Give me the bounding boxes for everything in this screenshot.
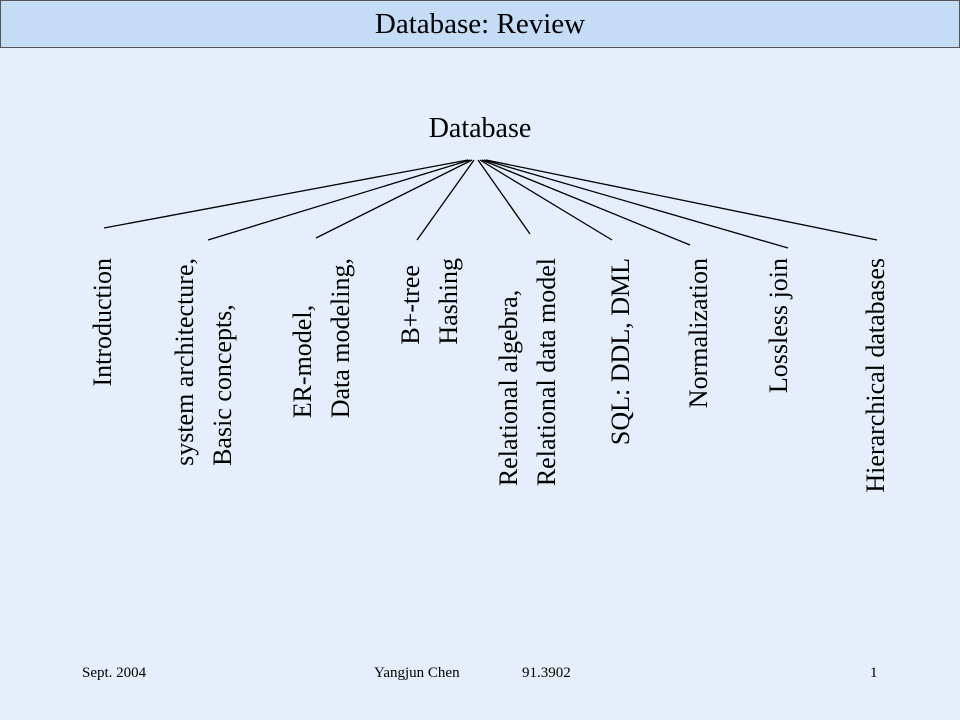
edge-hierarchical	[485, 159, 878, 241]
footer-page-number: 1	[870, 665, 878, 681]
edge-basic-concepts	[207, 159, 471, 241]
edge-bplus-tree	[416, 159, 475, 241]
child-er-model: ER-model, Data modeling,	[288, 258, 355, 419]
child-introduction: Introduction	[88, 258, 117, 387]
child-relational-algebra: Relational algebra, Relational data mode…	[494, 258, 561, 487]
slide-title-bar: Database: Review	[0, 0, 960, 48]
child-lossless-join: Lossless join	[764, 258, 793, 394]
edge-normalization	[481, 159, 691, 246]
edge-sql	[479, 159, 613, 241]
footer-date: Sept. 2004	[82, 665, 147, 681]
child-system-architecture: system architecture, Basic concepts,	[170, 258, 237, 466]
edge-relational-algebra	[477, 159, 531, 235]
footer-author: Yangjun Chen	[374, 665, 460, 681]
edge-introduction	[103, 159, 469, 229]
slide-title: Database: Review	[374, 7, 586, 40]
child-sql: SQL: DDL, DML	[606, 258, 635, 446]
tree-root-label: Database	[428, 113, 532, 144]
footer-course: 91.3902	[522, 665, 571, 681]
edge-er-model	[315, 159, 473, 239]
child-bplus-tree: B+-tree Hashing	[396, 258, 463, 345]
edge-lossless-join	[483, 159, 789, 249]
child-hierarchical-databases: Hierarchical databases	[861, 258, 890, 493]
child-normalization: Normalization	[684, 258, 713, 409]
